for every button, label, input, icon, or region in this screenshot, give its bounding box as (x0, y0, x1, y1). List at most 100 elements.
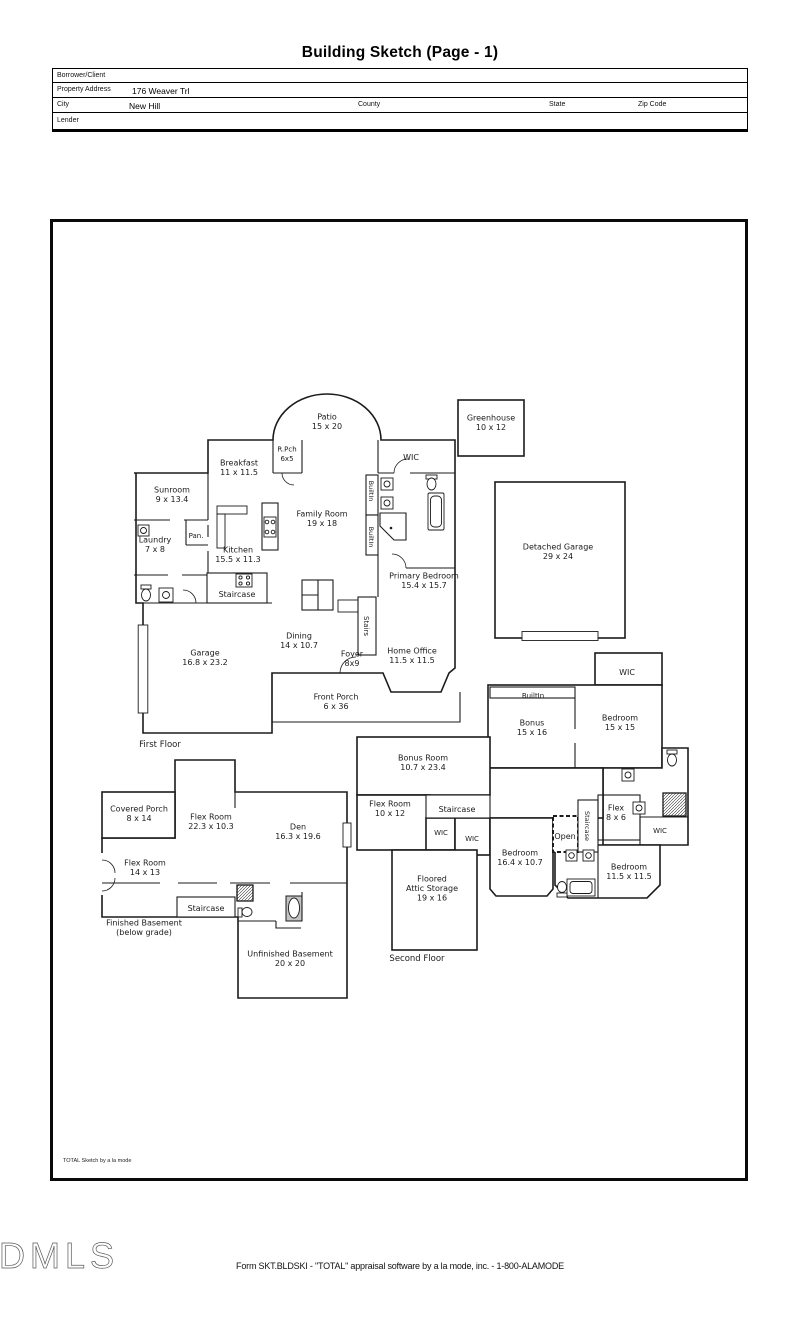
covered-porch-outline (101, 791, 176, 839)
room-label: Staircase (439, 805, 476, 814)
footer-form-line: Form SKT.BLDSKI - "TOTAL" appraisal soft… (236, 1261, 564, 1271)
dmls-logo-text: DMLS (0, 1235, 119, 1276)
window-marker (342, 822, 352, 848)
county-label: County (358, 101, 381, 108)
shower-icon (662, 792, 687, 817)
stove-icon (235, 573, 253, 588)
room-label: Stairs (362, 616, 370, 636)
furnace-icon (236, 884, 254, 902)
city-value: New Hill (129, 101, 161, 111)
sink-icon (380, 496, 394, 510)
builtin-cabinet (489, 686, 576, 699)
form-row-property-address: Property Address 176 Weaver Trl (53, 83, 747, 98)
room-label: WIC (653, 827, 667, 835)
garage-door (137, 624, 149, 714)
room-label: Staircase (583, 811, 591, 841)
sink-icon (565, 849, 578, 862)
property-address-value: 176 Weaver Trl (132, 86, 190, 96)
toilet-icon (237, 907, 243, 918)
cooktop-icon (263, 516, 277, 538)
room-label: Finished Basement(below grade) (106, 918, 182, 937)
sink-icon (158, 587, 174, 603)
open-to-below (552, 815, 579, 853)
second-floor-walls (356, 652, 689, 951)
property-address-label: Property Address (57, 86, 111, 93)
room-label: WIC (403, 453, 419, 462)
room-label: Second Floor (389, 954, 445, 964)
tub-icon (427, 492, 445, 531)
tub-icon (566, 878, 596, 897)
greenhouse-outline (457, 399, 525, 457)
room-label: Open (554, 832, 575, 841)
room-label: WIC (619, 668, 635, 677)
first-floor-walls (134, 393, 626, 734)
sink-icon (632, 801, 646, 815)
toilet-icon (557, 881, 567, 893)
sink-icon (621, 768, 635, 782)
room-label: WIC (434, 829, 448, 837)
shower-icon (379, 512, 407, 541)
basement-walls (99, 759, 352, 999)
builtin-cabinet (365, 514, 379, 556)
sketch-credit: TOTAL Sketch by a la mode (63, 1158, 132, 1164)
sink-icon (582, 849, 595, 862)
toilet-icon (666, 749, 678, 755)
city-label: City (57, 101, 70, 108)
room-label: BuiltIn (522, 692, 544, 700)
door-opening (99, 853, 104, 895)
page-title: Building Sketch (Page - 1) (301, 44, 499, 61)
room-label: BuiltIn (367, 481, 375, 502)
staircase-basement (176, 896, 236, 918)
room-label: Staircase (188, 904, 225, 913)
room-label: WIC (465, 835, 479, 843)
dmls-logo: DMLS (0, 1235, 119, 1277)
sink-icon (137, 524, 150, 537)
toilet-icon (140, 584, 152, 590)
form-row-borrower: Borrower/Client (53, 69, 747, 83)
form-row-city: City New Hill County State Zip Code (53, 98, 747, 113)
sink-icon (380, 477, 394, 491)
staircase-second-floor (425, 794, 491, 819)
front-porch-outline (271, 673, 461, 723)
room-label: First Floor (139, 740, 181, 750)
kitchen-counter (216, 505, 248, 515)
state-label: State (549, 101, 566, 108)
stairs-strip (357, 596, 377, 656)
lender-label: Lender (57, 117, 79, 124)
form-row-lender: Lender (53, 113, 747, 129)
room-label: BuiltIn (367, 527, 375, 548)
garage-door (521, 631, 599, 641)
subject-info-form: Borrower/Client Property Address 176 Wea… (52, 68, 748, 132)
zip-code-label: Zip Code (638, 101, 667, 108)
